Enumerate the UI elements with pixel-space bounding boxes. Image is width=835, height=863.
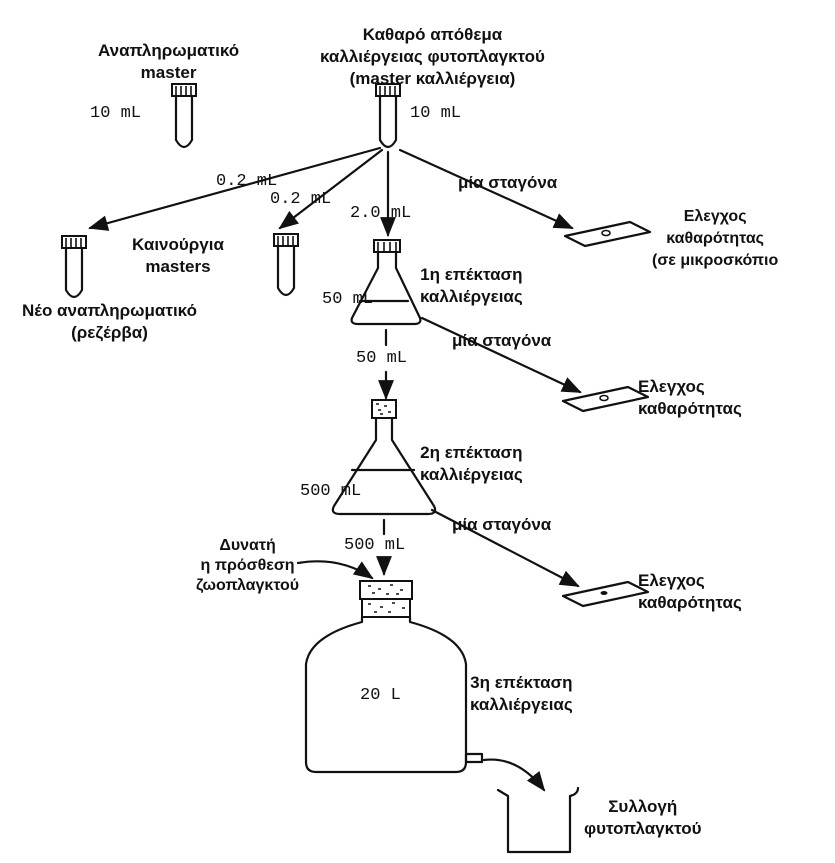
expansion-flask-2 — [331, 399, 437, 516]
purity-check-3-label: Ελεγχος καθαρότητας — [638, 571, 742, 612]
flask-1-volume-label: 50 mL — [322, 290, 374, 309]
transfer-volume-flask-1: 2.0 mL — [350, 204, 412, 223]
new-backup-tube — [61, 235, 87, 299]
transfer-volume-new-master: 0.2 mL — [270, 190, 332, 209]
bottle-volume-label: 20 L — [360, 686, 401, 705]
arrow-to-harvest — [482, 758, 546, 792]
arrow-zooplankton-addition — [296, 560, 374, 580]
master-culture-label: Καθαρό απόθεμα καλλιέργειας φυτοπλαγκτού… — [320, 25, 545, 88]
expansion-1-label: 1η επέκταση καλλιέργειας — [420, 265, 523, 306]
transfer-volume-bottle: 500 mL — [344, 536, 406, 555]
harvest-beaker — [496, 786, 580, 854]
drop-label-3: μία σταγόνα — [452, 515, 552, 534]
transfer-volume-backup: 0.2 mL — [216, 172, 278, 191]
expansion-3-label: 3η επέκταση καλλιέργειας — [470, 673, 573, 714]
microscope-slide-3 — [561, 580, 650, 608]
backup-master-tube — [171, 83, 197, 149]
carboy-bottle — [304, 580, 484, 774]
microscope-slide-2 — [561, 385, 650, 413]
drop-label-2: μία σταγόνα — [452, 331, 552, 350]
arrow-to-purity-slide-3 — [430, 508, 580, 588]
harvest-label: Συλλογή φυτοπλαγκτού — [584, 797, 702, 838]
arrow-to-new-backup — [88, 146, 382, 231]
new-backup-label: Νέο αναπληρωματικό (ρεζέρβα) — [22, 301, 197, 342]
purity-check-2-label: Ελεγχος καθαρότητας — [638, 377, 742, 418]
flask-2-volume-label: 500 mL — [300, 482, 362, 501]
backup-master-label: Αναπληρωματικό master — [98, 41, 240, 82]
expansion-2-label: 2η επέκταση καλλιέργειας — [420, 443, 523, 484]
expansion-flask-1 — [350, 239, 422, 326]
master-culture-tube — [375, 83, 401, 149]
backup-volume-label: 10 mL — [90, 104, 142, 123]
microscope-slide-1 — [563, 220, 652, 248]
zooplankton-addition-note: Δυνατή η πρόσθεση ζωοπλαγκτού — [196, 537, 300, 594]
arrow-to-purity-slide-2 — [420, 316, 582, 394]
drop-label-1: μία σταγόνα — [458, 173, 558, 192]
transfer-volume-flask-2: 50 mL — [356, 349, 408, 368]
master-volume-label: 10 mL — [410, 104, 462, 123]
arrow-to-purity-slide-1 — [398, 148, 574, 230]
arrow-to-new-master — [278, 148, 384, 230]
purity-check-microscope-label: Ελεγχος καθαρότητας (σε μικροσκόπιο — [652, 208, 779, 269]
new-masters-label: Καινούργια masters — [132, 235, 224, 276]
new-master-tube — [273, 233, 299, 297]
